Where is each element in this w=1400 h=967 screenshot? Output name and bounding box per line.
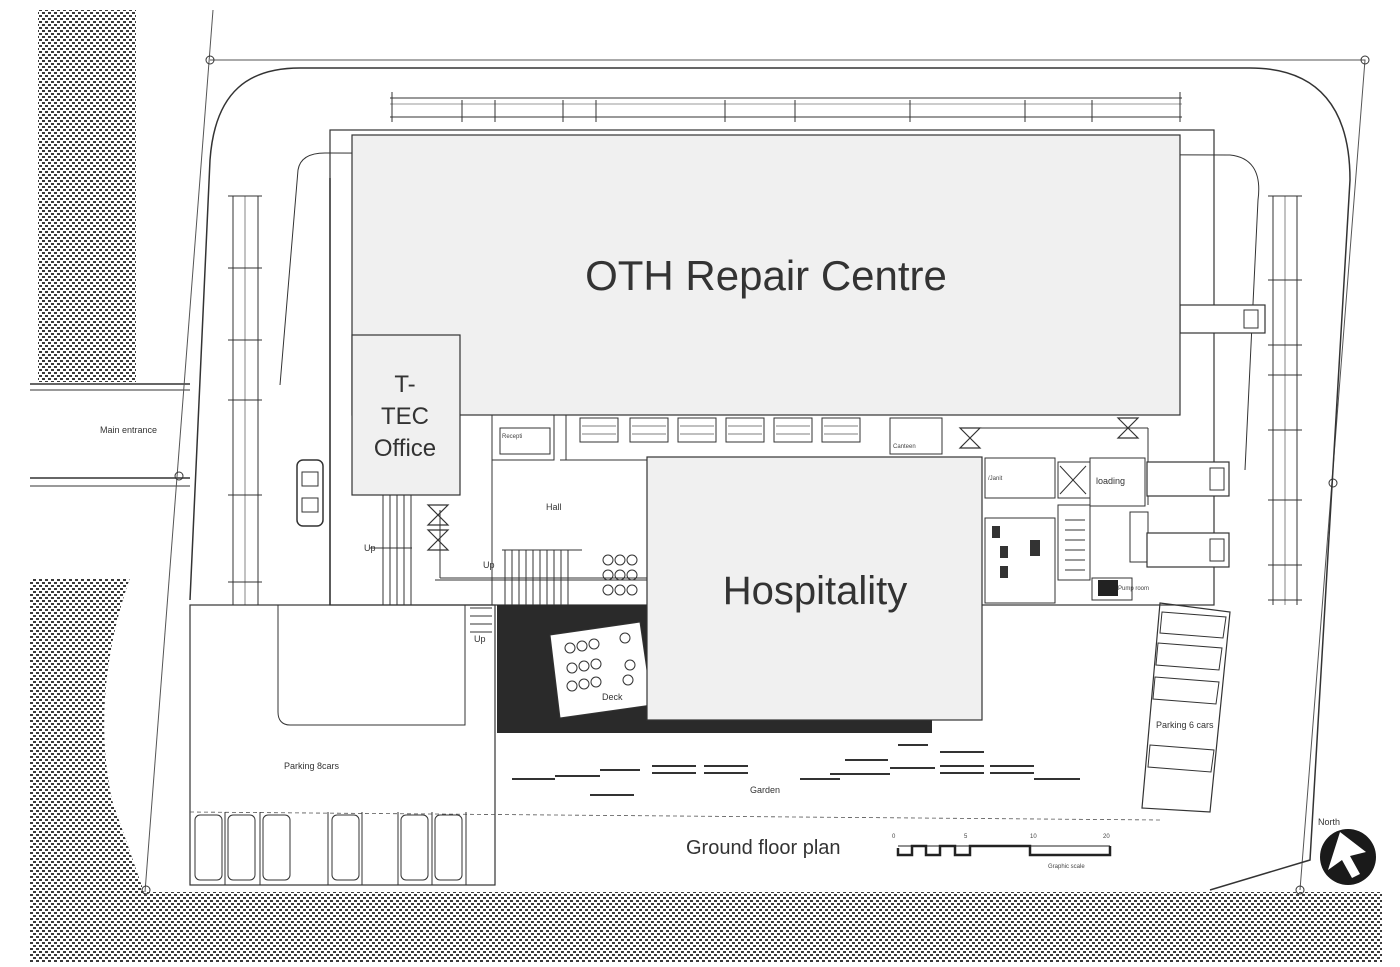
north-label: North xyxy=(1318,817,1340,827)
plan-title: Ground floor plan xyxy=(686,837,841,859)
repair-centre-label: OTH Repair Centre xyxy=(585,252,947,299)
scale-tick-5: 5 xyxy=(964,834,968,840)
site-boundary-top xyxy=(210,59,1366,891)
scale-tick-10: 10 xyxy=(1030,834,1037,840)
up-label-3: Up xyxy=(474,634,486,644)
hall-label: Hall xyxy=(546,502,562,512)
garden-label: Garden xyxy=(750,785,780,795)
north-arrow-icon: North xyxy=(1318,817,1376,885)
parking-right-area xyxy=(1141,602,1231,813)
deck-platform xyxy=(549,621,653,719)
access-road-outer xyxy=(189,67,1351,891)
ttec-office-room: T- TEC Office xyxy=(351,334,461,496)
site-boundary xyxy=(144,9,214,893)
loading-label: loading xyxy=(1096,476,1125,486)
scale-label: Graphic scale xyxy=(1048,864,1085,870)
ttec-office-label-1: T- xyxy=(394,371,415,398)
hospitality-label: Hospitality xyxy=(723,569,908,613)
scale-tick-0: 0 xyxy=(892,834,896,840)
access-road-inner xyxy=(279,152,1260,471)
parking-right-label: Parking 6 cars xyxy=(1156,720,1214,730)
main-entrance-label: Main entrance xyxy=(100,425,157,435)
deck-label: Deck xyxy=(602,692,623,702)
ttec-office-label-3: Office xyxy=(374,435,436,462)
reception-label: Recepti xyxy=(502,434,522,440)
janitor-label: /Janit xyxy=(988,476,1003,482)
graphic-scale: 0 5 10 20 Graphic scale xyxy=(892,834,1112,870)
parked-car xyxy=(296,459,324,527)
road-hatch-top-left xyxy=(38,10,136,382)
ttec-office-label-2: TEC xyxy=(381,403,429,430)
road-hatch-bottom xyxy=(30,892,1382,962)
parking-left-label: Parking 8cars xyxy=(284,761,340,771)
hospitality-room: Hospitality xyxy=(646,456,983,721)
pump-room-label: Pump room xyxy=(1118,586,1149,592)
repair-centre-room: OTH Repair Centre xyxy=(351,134,1181,416)
up-label-2: Up xyxy=(483,560,495,570)
up-label-1: Up xyxy=(364,543,376,553)
canteen-label: Canteen xyxy=(893,444,916,450)
road-hatch-left-lower xyxy=(30,578,145,895)
scale-tick-20: 20 xyxy=(1103,834,1110,840)
